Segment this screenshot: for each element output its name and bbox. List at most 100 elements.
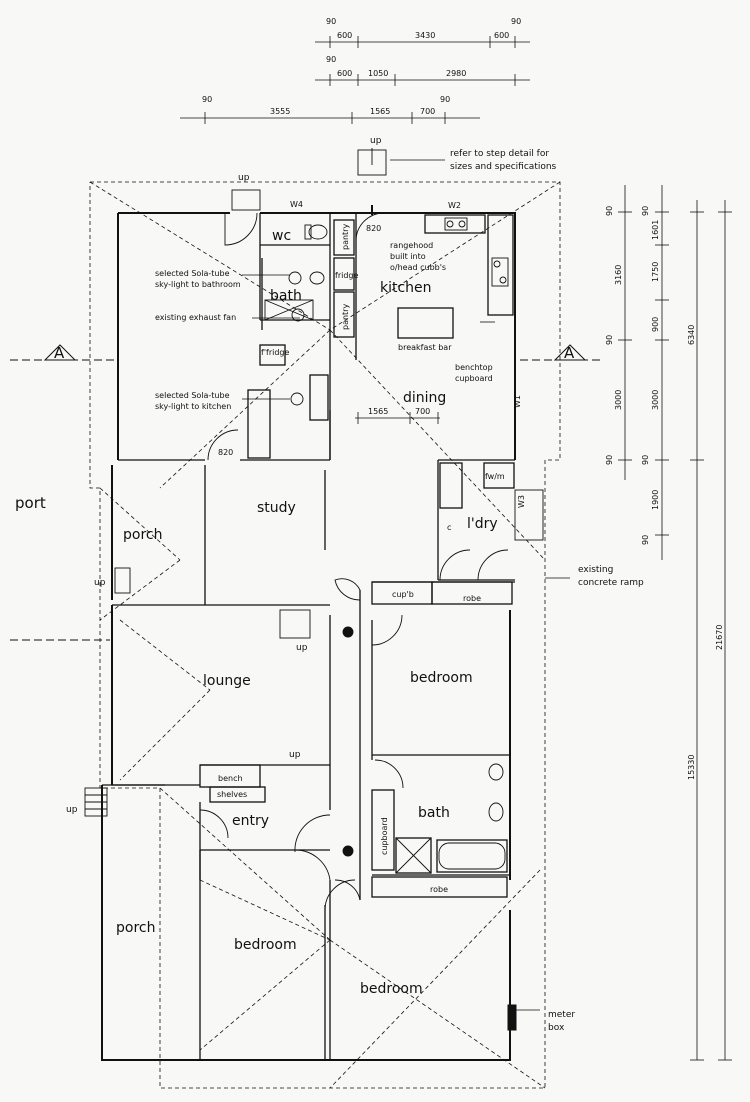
label-shelves: shelves xyxy=(217,790,247,799)
room-entry: entry xyxy=(232,813,269,829)
note-exhaust-fan: existing exhaust fan xyxy=(155,313,236,322)
section-markers xyxy=(10,344,600,641)
dim-top-3-3: 700 xyxy=(420,107,435,116)
window-w1: W1 xyxy=(513,395,522,408)
dim-right-a-3: 3000 xyxy=(614,390,623,410)
interior-walls xyxy=(102,213,515,1060)
door-820-study: 820 xyxy=(218,448,233,457)
label-c: c xyxy=(447,523,451,532)
up-label-1: up xyxy=(370,136,382,146)
dimension-labels: 90 600 3430 600 90 90 600 1050 2980 90 3… xyxy=(202,17,724,780)
label-bench: bench xyxy=(218,774,243,783)
window-w3: W3 xyxy=(517,495,526,508)
note-step-1: refer to step detail for xyxy=(450,149,549,159)
room-study: study xyxy=(257,500,296,516)
window-door-labels: W1 W2 W3 W4 820 820 xyxy=(218,200,526,508)
room-bedroom-sw: bedroom xyxy=(234,937,297,953)
dim-top-2-3: 2980 xyxy=(446,69,466,78)
dimension-lines xyxy=(180,36,732,1061)
dim-top-3-1: 3555 xyxy=(270,107,290,116)
note-solatube-bath-1: selected Sola-tube xyxy=(155,269,230,278)
note-step-2: sizes and specifications xyxy=(450,162,557,172)
up-label-6: up xyxy=(66,805,78,815)
note-port: port xyxy=(15,494,46,512)
note-ramp-2: concrete ramp xyxy=(578,578,644,588)
dim-right-b-3: 900 xyxy=(651,317,660,332)
up-label-3: up xyxy=(94,578,106,588)
leader-lines xyxy=(242,159,570,1011)
label-pantry-2: pantry xyxy=(341,304,350,330)
dim-right-b-5: 90 xyxy=(641,455,650,465)
dim-top-3-2: 1565 xyxy=(370,107,390,116)
dim-top-2-1: 600 xyxy=(337,69,352,78)
room-bedroom-ne: bedroom xyxy=(410,670,473,686)
up-labels: up up up up up up xyxy=(66,136,382,815)
note-rangehood-2: built into xyxy=(390,252,426,261)
dim-right-a-0: 90 xyxy=(605,206,614,216)
dim-right-b-0: 90 xyxy=(641,206,650,216)
dim-top-1-2: 3430 xyxy=(415,31,435,40)
room-laundry: l'dry xyxy=(467,516,498,532)
dim-right-c-0: 6340 xyxy=(687,325,696,345)
meter-box xyxy=(507,1004,517,1031)
section-marker-left: A xyxy=(54,344,65,362)
dim-right-a-1: 3160 xyxy=(614,265,623,285)
dim-interior-1: 700 xyxy=(415,407,430,416)
dim-top-2-2: 1050 xyxy=(368,69,388,78)
room-bath-main: bath xyxy=(418,805,450,821)
window-w4: W4 xyxy=(290,200,303,209)
room-bedroom-se: bedroom xyxy=(360,981,423,997)
dim-top-1-4: 90 xyxy=(511,17,521,26)
note-ramp-1: existing xyxy=(578,565,613,575)
room-lounge: lounge xyxy=(203,673,251,689)
dim-right-c-2: 15330 xyxy=(687,755,696,780)
door-820-kitchen: 820 xyxy=(366,224,381,233)
annotations: refer to step detail for sizes and speci… xyxy=(15,149,644,1033)
dim-top-1-3: 600 xyxy=(494,31,509,40)
dim-right-c-1: 21670 xyxy=(715,625,724,650)
note-solatube-kitchen-2: sky-light to kitchen xyxy=(155,402,231,411)
room-porch-west: porch xyxy=(123,527,162,543)
label-cupb: cup'b xyxy=(392,590,414,599)
dim-right-a-2: 90 xyxy=(605,335,614,345)
label-robe-2: robe xyxy=(430,885,448,894)
exterior-walls xyxy=(101,205,516,1061)
door-swings xyxy=(199,212,509,911)
note-solatube-bath-2: sky-light to bathroom xyxy=(155,280,241,289)
label-fw-m: fw/m xyxy=(485,472,505,481)
dim-top-3-4: 90 xyxy=(440,95,450,104)
room-kitchen: kitchen xyxy=(380,280,432,296)
room-bath-small: bath xyxy=(270,288,302,304)
dim-right-b-7: 90 xyxy=(641,535,650,545)
roof-outline xyxy=(89,181,561,1089)
note-rangehood-1: rangehood xyxy=(390,241,433,250)
dim-interior-0: 1565 xyxy=(368,407,388,416)
dim-top-1-1: 600 xyxy=(337,31,352,40)
room-dining: dining xyxy=(403,390,446,406)
section-marker-right: A xyxy=(564,344,575,362)
fixture-labels: pantry pantry fridge f'fridge cup'b robe… xyxy=(217,224,505,894)
note-meter-1: meter xyxy=(548,1010,575,1020)
label-fridge-2: f'fridge xyxy=(261,348,290,357)
note-benchtop-1: benchtop xyxy=(455,363,493,372)
room-porch-sw: porch xyxy=(116,920,155,936)
label-pantry-1: pantry xyxy=(341,224,350,250)
up-label-4: up xyxy=(296,643,308,653)
dim-right-b-1: 1601 xyxy=(651,220,660,240)
fixtures xyxy=(264,217,509,874)
dim-top-2-0: 90 xyxy=(326,55,336,64)
dim-right-b-6: 1900 xyxy=(651,490,660,510)
up-label-5: up xyxy=(289,750,301,760)
up-label-2: up xyxy=(238,173,250,183)
label-breakfast-bar: breakfast bar xyxy=(398,343,452,352)
room-wc: wc xyxy=(272,228,291,244)
label-fridge: fridge xyxy=(335,271,358,280)
dim-right-a-4: 90 xyxy=(605,455,614,465)
note-rangehood-3: o/head cubb's xyxy=(390,263,446,272)
dim-right-b-2: 1750 xyxy=(651,262,660,282)
dim-top-1-0: 90 xyxy=(326,17,336,26)
note-meter-2: box xyxy=(548,1023,565,1033)
note-benchtop-2: cupboard xyxy=(455,374,493,383)
